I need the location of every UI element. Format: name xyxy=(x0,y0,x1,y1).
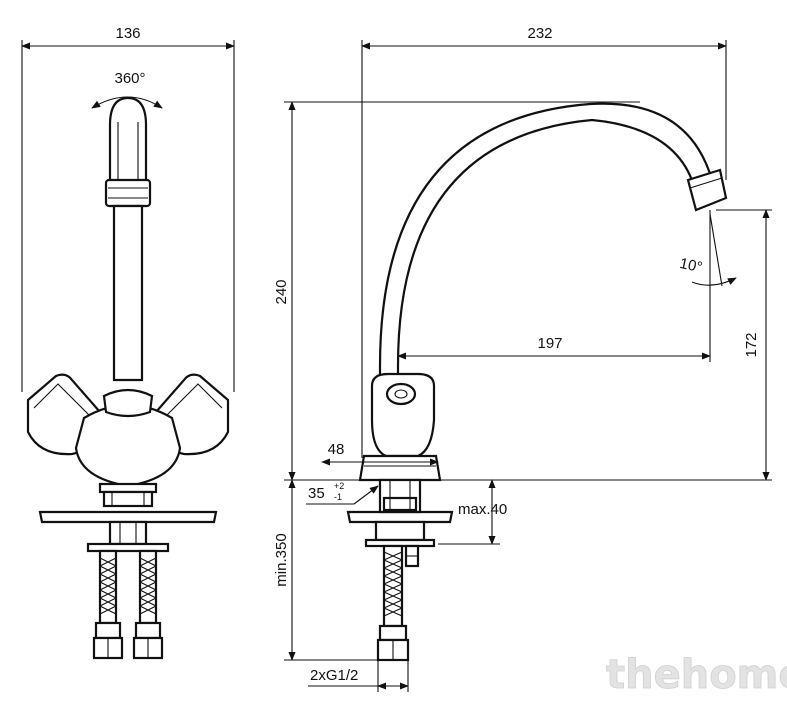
watermark-logo: thehome xyxy=(606,652,787,698)
dim-hose-length: min.350 xyxy=(273,533,290,586)
dim-hole-tol-minus: -1 xyxy=(334,492,342,502)
dim-connection: 2xG1/2 xyxy=(310,667,358,684)
dim-height-total: 240 xyxy=(273,279,290,304)
front-view xyxy=(26,96,230,660)
dim-hole-diameter: 35 xyxy=(308,485,325,502)
dim-spout-reach: 197 xyxy=(537,335,562,352)
side-view xyxy=(346,102,728,662)
dim-deck-thickness: max.40 xyxy=(458,501,507,518)
dim-hole-tol-plus: +2 xyxy=(334,481,344,491)
dim-rotation: 360° xyxy=(114,70,145,87)
dim-spout-height: 172 xyxy=(743,332,760,357)
front-dimensions: 136 360° xyxy=(21,25,235,392)
side-dimensions: 232 240 172 197 10° 48 35 +2 -1 max.40 xyxy=(273,25,772,692)
dim-side-length: 232 xyxy=(527,25,552,42)
dim-front-width: 136 xyxy=(115,25,140,42)
dim-base-width: 48 xyxy=(328,441,345,458)
dim-spout-angle: 10° xyxy=(678,255,704,276)
